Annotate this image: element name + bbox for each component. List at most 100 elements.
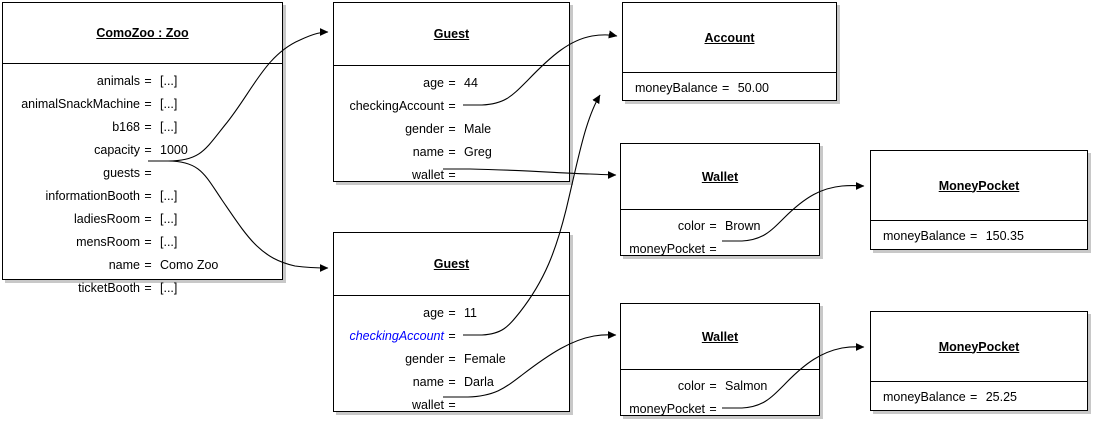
attribute-name: animalSnackMachine xyxy=(21,96,140,111)
attribute-equals: = xyxy=(448,328,456,343)
attribute-equals: = xyxy=(448,374,456,389)
attribute-name: ticketBooth xyxy=(78,280,140,295)
object-header-wallet-brown: Wallet xyxy=(621,144,819,210)
object-title-guest-greg: Guest xyxy=(433,27,470,41)
object-box-wallet-brown[interactable]: Wallet color = Brown moneyPocket = xyxy=(620,143,820,256)
attribute-value: [...] xyxy=(160,234,178,249)
attribute-row[interactable]: informationBooth = [...] xyxy=(3,184,282,207)
object-body-wallet-salmon: color = Salmon moneyPocket = xyxy=(621,370,819,420)
attribute-row-moneypocket[interactable]: moneyPocket = xyxy=(621,237,819,260)
attribute-equals: = xyxy=(448,98,456,113)
attribute-value: 44 xyxy=(464,75,478,90)
object-box-account[interactable]: Account moneyBalance = 50.00 xyxy=(622,2,837,101)
attribute-value: 25.25 xyxy=(985,389,1017,404)
attribute-value: Darla xyxy=(464,374,494,389)
attribute-row-checkingaccount[interactable]: checkingAccount = xyxy=(334,94,569,117)
object-header-account: Account xyxy=(623,3,836,73)
attribute-name: name xyxy=(412,144,444,159)
object-box-comozoo[interactable]: ComoZoo : Zoo animals = [...] animalSnac… xyxy=(2,2,283,295)
attribute-row[interactable]: gender = Male xyxy=(334,117,569,140)
object-box-guest-darla[interactable]: Guest age = 11 checkingAccount = gender … xyxy=(333,232,570,412)
object-box-moneypocket-25[interactable]: MoneyPocket moneyBalance = 25.25 xyxy=(870,311,1088,411)
attribute-name: moneyBalance xyxy=(635,80,718,95)
attribute-value: 50.00 xyxy=(737,80,769,95)
attribute-equals: = xyxy=(448,397,456,412)
attribute-name: moneyBalance xyxy=(883,389,966,404)
attribute-equals: = xyxy=(722,80,730,95)
object-body-comozoo: animals = [...] animalSnackMachine = [..… xyxy=(3,64,282,299)
attribute-row[interactable]: name = Greg xyxy=(334,140,569,163)
attribute-name: age xyxy=(423,75,444,90)
attribute-row-checkingaccount[interactable]: checkingAccount = xyxy=(334,324,569,347)
attribute-name: color xyxy=(677,378,705,393)
attribute-equals: = xyxy=(144,165,152,180)
attribute-name: moneyPocket xyxy=(629,401,705,416)
attribute-row[interactable]: ticketBooth = [...] xyxy=(3,276,282,299)
attribute-row[interactable]: mensRoom = [...] xyxy=(3,230,282,253)
attribute-equals: = xyxy=(709,401,717,416)
attribute-row[interactable]: color = Salmon xyxy=(621,374,819,397)
attribute-equals: = xyxy=(144,211,152,226)
attribute-equals: = xyxy=(709,241,717,256)
attribute-row[interactable]: name = Darla xyxy=(334,370,569,393)
attribute-equals: = xyxy=(144,119,152,134)
attribute-row[interactable]: color = Brown xyxy=(621,214,819,237)
attribute-value: [...] xyxy=(160,188,178,203)
attribute-row-wallet[interactable]: wallet = xyxy=(334,393,569,416)
object-header-guest-darla: Guest xyxy=(334,233,569,296)
attribute-equals: = xyxy=(448,144,456,159)
attribute-row[interactable]: ladiesRoom = [...] xyxy=(3,207,282,230)
attribute-row-guests[interactable]: guests = xyxy=(3,161,282,184)
attribute-equals: = xyxy=(448,75,456,90)
attribute-row[interactable]: name = Como Zoo xyxy=(3,253,282,276)
attribute-row[interactable]: moneyBalance = 25.25 xyxy=(871,385,1087,408)
attribute-value: [...] xyxy=(160,73,178,88)
attribute-equals: = xyxy=(144,234,152,249)
attribute-name: age xyxy=(423,305,444,320)
object-header-wallet-salmon: Wallet xyxy=(621,304,819,370)
attribute-row[interactable]: gender = Female xyxy=(334,347,569,370)
attribute-equals: = xyxy=(448,351,456,366)
attribute-name: gender xyxy=(405,351,444,366)
attribute-name: checkingAccount xyxy=(349,98,444,113)
attribute-name: guests xyxy=(103,165,140,180)
attribute-row[interactable]: b168 = [...] xyxy=(3,115,282,138)
object-title-wallet-salmon: Wallet xyxy=(701,329,739,344)
attribute-name: b168 xyxy=(112,119,140,134)
attribute-equals: = xyxy=(448,121,456,136)
attribute-row-wallet[interactable]: wallet = xyxy=(334,163,569,186)
attribute-row[interactable]: age = 44 xyxy=(334,71,569,94)
object-title-comozoo: ComoZoo : Zoo xyxy=(96,26,189,40)
object-title-moneypocket-150: MoneyPocket xyxy=(938,178,1020,193)
attribute-row[interactable]: capacity = 1000 xyxy=(3,138,282,161)
attribute-value: 11 xyxy=(464,305,477,320)
attribute-name: capacity xyxy=(94,142,140,157)
attribute-name: mensRoom xyxy=(76,234,140,249)
attribute-name: name xyxy=(108,257,140,272)
attribute-equals: = xyxy=(144,188,152,203)
attribute-row[interactable]: moneyBalance = 150.35 xyxy=(871,224,1087,247)
attribute-name: gender xyxy=(405,121,444,136)
attribute-value: [...] xyxy=(160,280,178,295)
object-box-moneypocket-150[interactable]: MoneyPocket moneyBalance = 150.35 xyxy=(870,150,1088,250)
attribute-equals: = xyxy=(144,96,152,111)
attribute-row[interactable]: animalSnackMachine = [...] xyxy=(3,92,282,115)
attribute-name: wallet xyxy=(412,167,444,182)
attribute-row[interactable]: moneyBalance = 50.00 xyxy=(623,76,836,99)
object-body-moneypocket-150: moneyBalance = 150.35 xyxy=(871,221,1087,247)
attribute-value: Male xyxy=(464,121,492,136)
object-title-guest-darla: Guest xyxy=(433,257,470,271)
attribute-equals: = xyxy=(970,228,978,243)
attribute-row-moneypocket[interactable]: moneyPocket = xyxy=(621,397,819,420)
attribute-row[interactable]: age = 11 xyxy=(334,301,569,324)
attribute-row[interactable]: animals = [...] xyxy=(3,69,282,92)
object-body-wallet-brown: color = Brown moneyPocket = xyxy=(621,210,819,260)
object-header-comozoo: ComoZoo : Zoo xyxy=(3,3,282,64)
object-header-moneypocket-25: MoneyPocket xyxy=(871,312,1087,382)
object-box-guest-greg[interactable]: Guest age = 44 checkingAccount = gender … xyxy=(333,2,570,182)
attribute-value: Female xyxy=(464,351,506,366)
object-box-wallet-salmon[interactable]: Wallet color = Salmon moneyPocket = xyxy=(620,303,820,416)
attribute-equals: = xyxy=(970,389,978,404)
object-title-moneypocket-25: MoneyPocket xyxy=(938,339,1020,354)
